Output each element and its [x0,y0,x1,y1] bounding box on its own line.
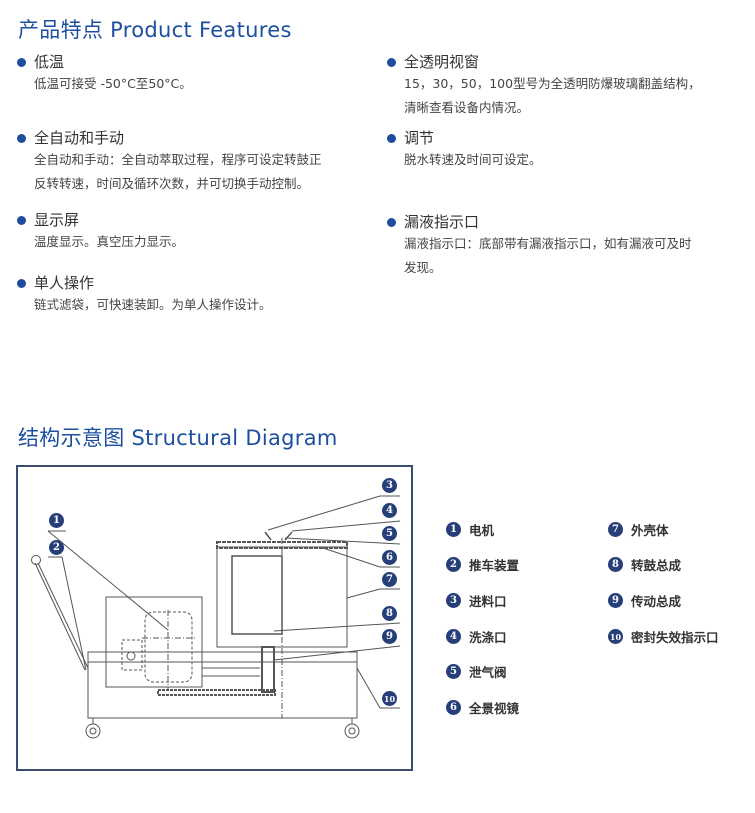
legend-label: 洗涤口 [469,630,507,645]
feature-title: 单人操作 [17,273,358,293]
legend-label: 传动总成 [631,594,682,609]
legend-item: 10 密封失效指示口 [608,627,719,646]
legend-item: 2 推车装置 [446,555,519,574]
legend-item: 7 外壳体 [608,520,669,539]
feature-desc: 发现。 [404,260,442,275]
feature-desc: 清晰查看设备内情况。 [404,100,530,115]
feature-low-temp: 低温 低温可接受 -50°C至50°C。 [17,52,358,96]
handle-bar [37,562,89,669]
feature-desc: 15，30，50，100型号为全透明防爆玻璃翻盖结构， [404,76,701,91]
legend-label: 密封失效指示口 [631,630,719,645]
base-frame [87,651,358,719]
feature-desc: 温度显示。真空压力显示。 [34,234,185,249]
feature-title: 显示屏 [17,210,358,230]
callout-9: 9 [382,629,397,644]
feature-desc: 全自动和手动：全自动萃取过程，程序可设定转鼓正 [34,152,322,167]
legend-label: 泄气阀 [469,665,507,680]
structural-diagram [31,495,401,739]
legend-item: 5 泄气阀 [446,662,507,681]
legend-number: 9 [608,593,623,608]
legend-label: 外壳体 [631,523,669,538]
diagram-frame: 1 2 3 4 5 6 7 8 9 10 [16,465,413,771]
legend-label: 转鼓总成 [631,558,682,573]
feature-leak-indicator: 漏液指示口 漏液指示口：底部带有漏液指示口，如有漏液可及时 发现。 [387,212,728,280]
callout-8: 8 [382,606,397,621]
callout-1: 1 [49,513,64,528]
feature-title: 全自动和手动 [17,128,358,148]
callout-2: 2 [49,540,64,555]
legend-item: 3 进料口 [446,591,507,610]
legend-number: 8 [608,557,623,572]
feature-title: 全透明视窗 [387,52,728,72]
legend-number: 6 [446,700,461,715]
legend-label: 电机 [469,523,495,538]
legend-item: 6 全景视镜 [446,698,519,717]
legend-item: 9 传动总成 [608,591,681,610]
legend-number: 1 [446,522,461,537]
legend-label: 全景视镜 [469,701,520,716]
legend-item: 8 转鼓总成 [608,555,681,574]
feature-desc: 链式滤袋，可快速装卸。为单人操作设计。 [34,297,272,312]
chain-belt [157,689,276,696]
feature-desc: 漏液指示口：底部带有漏液指示口，如有漏液可及时 [404,236,692,251]
legend-item: 1 电机 [446,520,494,539]
legend-label: 进料口 [469,594,507,609]
legend-number: 3 [446,593,461,608]
legend-item: 4 洗涤口 [446,627,507,646]
feature-display: 显示屏 温度显示。真空压力显示。 [17,210,358,254]
handle-ball [31,555,41,565]
feature-desc: 脱水转速及时间可设定。 [404,152,542,167]
transmission [261,646,275,693]
inner-drum [231,555,283,635]
callout-4: 4 [382,503,397,518]
feature-title: 调节 [387,128,728,148]
diagram-heading: 结构示意图 Structural Diagram [18,426,338,450]
feature-auto-manual: 全自动和手动 全自动和手动：全自动萃取过程，程序可设定转鼓正 反转转速，时间及循… [17,128,358,196]
callout-6: 6 [382,550,397,565]
legend-number: 7 [608,522,623,537]
callout-10: 10 [382,691,397,706]
feature-adjust: 调节 脱水转速及时间可设定。 [387,128,728,172]
feature-window: 全透明视窗 15，30，50，100型号为全透明防爆玻璃翻盖结构， 清晰查看设备… [387,52,728,120]
wheel [344,723,360,739]
callout-5: 5 [382,526,397,541]
feature-single-operator: 单人操作 链式滤袋，可快速装卸。为单人操作设计。 [17,273,358,317]
legend-number: 10 [608,629,623,644]
feature-title: 低温 [17,52,358,72]
feature-desc: 低温可接受 -50°C至50°C。 [34,76,192,91]
features-heading: 产品特点 Product Features [18,18,292,42]
callout-7: 7 [382,572,397,587]
inlet [264,531,293,541]
callout-3: 3 [382,478,397,493]
legend-number: 2 [446,557,461,572]
legend-number: 4 [446,629,461,644]
motor-housing [105,596,203,688]
legend-number: 5 [446,664,461,679]
feature-title: 漏液指示口 [387,212,728,232]
legend-label: 推车装置 [469,558,520,573]
feature-desc: 反转转速，时间及循环次数，并可切换手动控制。 [34,176,310,191]
wheel [85,723,101,739]
